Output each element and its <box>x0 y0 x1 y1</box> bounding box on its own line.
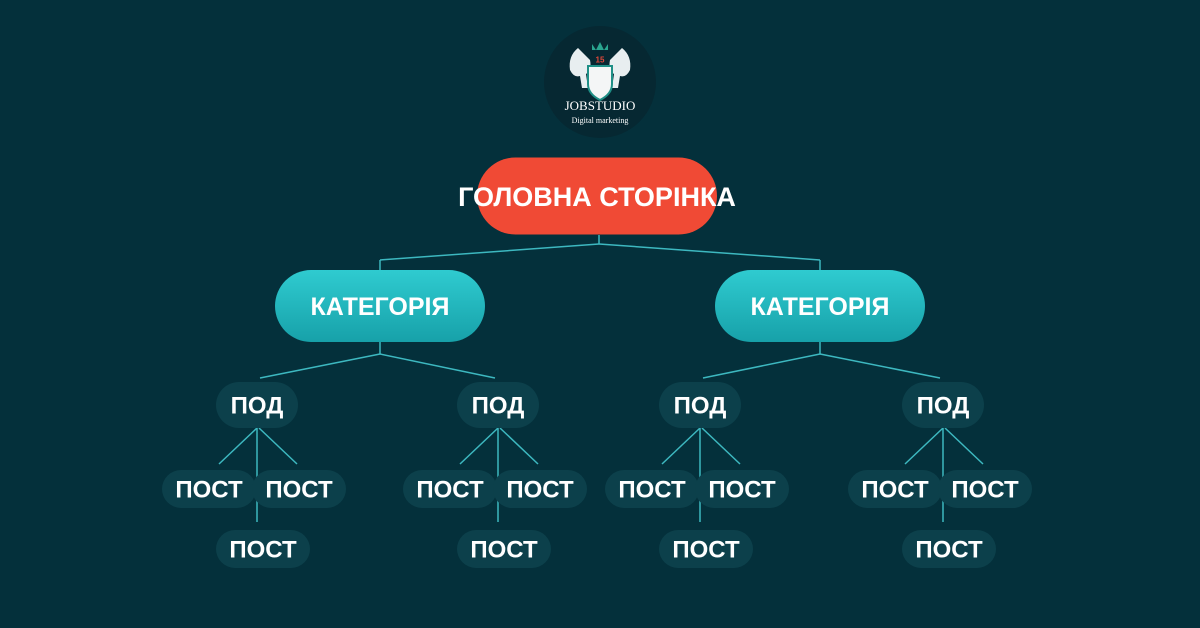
sub-node-shape <box>457 382 539 428</box>
connector-line <box>661 427 701 465</box>
post-node-label: ПОСТ <box>861 477 929 504</box>
post-node-label: ПОСТ <box>672 537 740 564</box>
sub-node-shape <box>659 382 741 428</box>
sub-node: ПОД <box>457 382 539 428</box>
post-node-label: ПОСТ <box>506 477 574 504</box>
connector-line <box>944 427 984 465</box>
post-node-label: ПОСТ <box>915 537 983 564</box>
connector-line <box>701 427 741 465</box>
logo-badge: 15 <box>596 56 605 65</box>
post-node: ПОСТ <box>252 470 346 508</box>
root-node-label: ГОЛОВНА СТОРІНКА <box>458 182 736 212</box>
root-node-shape <box>477 157 717 235</box>
crown-icon <box>592 42 608 50</box>
connector-line <box>218 427 258 465</box>
sub-node: ПОД <box>902 382 984 428</box>
sub-node-shape <box>216 382 298 428</box>
post-node: ПОСТ <box>605 470 699 508</box>
post-node-label: ПОСТ <box>175 477 243 504</box>
post-node-shape <box>848 470 942 508</box>
connector-line <box>259 353 381 379</box>
sub-node: ПОД <box>216 382 298 428</box>
post-node-label: ПОСТ <box>265 477 333 504</box>
connector-line <box>379 243 600 261</box>
connector-line <box>459 427 499 465</box>
root-node: ГОЛОВНА СТОРІНКА <box>458 157 736 235</box>
connector-line <box>702 353 821 379</box>
post-node-shape <box>902 530 996 568</box>
post-node: ПОСТ <box>403 470 497 508</box>
category-node-label: КАТЕГОРІЯ <box>751 293 890 321</box>
post-node-shape <box>252 470 346 508</box>
category-node-label: КАТЕГОРІЯ <box>311 293 450 321</box>
sub-node: ПОД <box>659 382 741 428</box>
horse-left-icon <box>569 48 591 88</box>
post-node-label: ПОСТ <box>708 477 776 504</box>
connector-line <box>499 427 539 465</box>
post-node: ПОСТ <box>902 530 996 568</box>
post-node-shape <box>695 470 789 508</box>
post-node: ПОСТ <box>695 470 789 508</box>
post-node-label: ПОСТ <box>470 537 538 564</box>
post-node: ПОСТ <box>938 470 1032 508</box>
post-node-shape <box>216 530 310 568</box>
post-node-label: ПОСТ <box>951 477 1019 504</box>
post-node-shape <box>162 470 256 508</box>
category-node-shape <box>275 270 485 342</box>
logo-name: JOBSTUDIO <box>565 98 636 113</box>
post-node: ПОСТ <box>659 530 753 568</box>
post-node-shape <box>403 470 497 508</box>
sub-node-label: ПОД <box>917 393 970 420</box>
shield-icon <box>587 65 613 102</box>
post-node-shape <box>938 470 1032 508</box>
post-node: ПОСТ <box>493 470 587 508</box>
post-node-shape <box>457 530 551 568</box>
post-node-label: ПОСТ <box>416 477 484 504</box>
connector-line <box>904 427 944 465</box>
post-node-shape <box>493 470 587 508</box>
connector-line <box>819 353 941 379</box>
post-node: ПОСТ <box>162 470 256 508</box>
connector-line <box>598 243 821 261</box>
post-node-label: ПОСТ <box>229 537 297 564</box>
logo: 15 JOBSTUDIO Digital marketing <box>544 26 656 138</box>
post-node: ПОСТ <box>457 530 551 568</box>
connector-line <box>258 427 298 465</box>
post-node: ПОСТ <box>848 470 942 508</box>
sub-node-shape <box>902 382 984 428</box>
category-node: КАТЕГОРІЯ <box>275 270 485 342</box>
category-node: КАТЕГОРІЯ <box>715 270 925 342</box>
post-node-shape <box>659 530 753 568</box>
post-node-shape <box>605 470 699 508</box>
category-node-shape <box>715 270 925 342</box>
post-node-label: ПОСТ <box>618 477 686 504</box>
sub-node-label: ПОД <box>674 393 727 420</box>
post-node: ПОСТ <box>216 530 310 568</box>
horse-right-icon <box>609 48 631 88</box>
connector-line <box>379 353 496 379</box>
logo-tagline: Digital marketing <box>572 116 629 125</box>
sub-node-label: ПОД <box>472 393 525 420</box>
sub-node-label: ПОД <box>231 393 284 420</box>
